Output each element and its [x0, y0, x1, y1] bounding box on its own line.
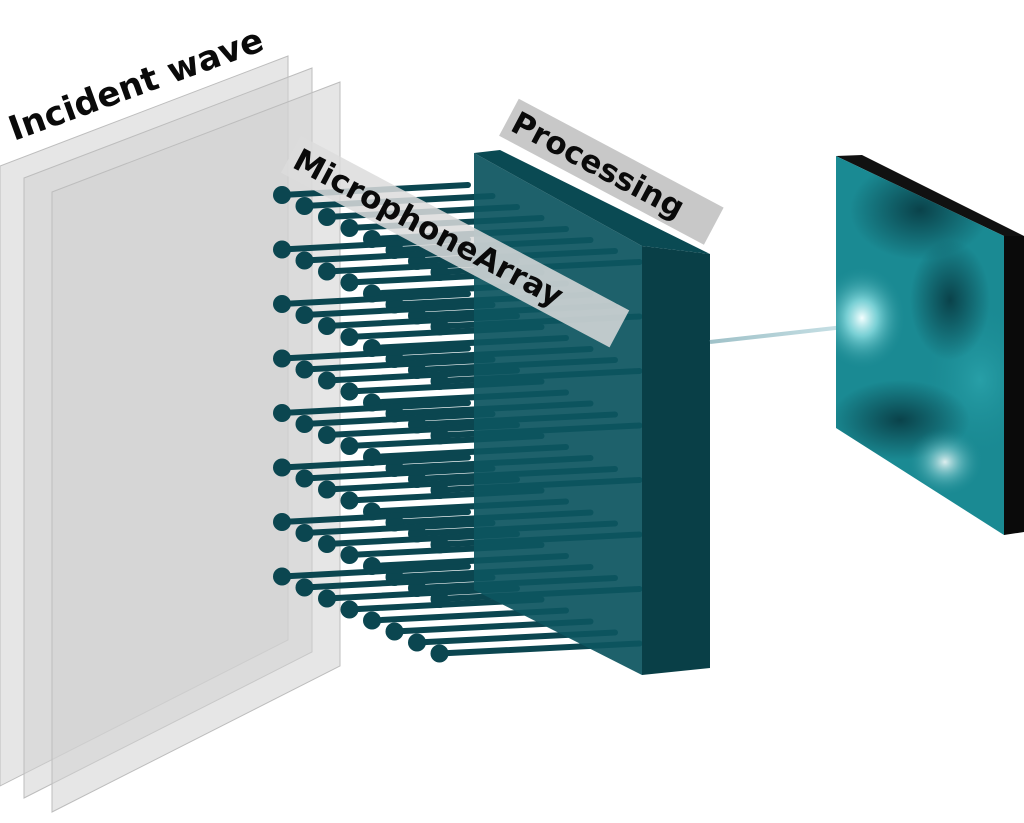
microphone-head	[318, 371, 336, 390]
microphone-head	[363, 611, 381, 630]
microphone-stem	[279, 563, 471, 580]
microphone-head	[295, 306, 314, 324]
microphone-head	[340, 546, 359, 564]
microphone-head	[273, 513, 291, 531]
output-frame-side	[1004, 236, 1024, 535]
microphone-head	[318, 535, 336, 553]
microphone-head	[273, 349, 291, 368]
output-hotspot-primary	[836, 266, 906, 370]
microphone-head	[318, 208, 336, 226]
microphone-head	[318, 426, 336, 444]
microphone-stem	[301, 520, 496, 536]
processing-top-edge	[474, 150, 710, 254]
microphone-stem	[279, 345, 471, 362]
microphone-head	[295, 197, 314, 215]
microphone-head	[295, 415, 314, 433]
processing-side-face	[642, 246, 710, 675]
label-processing-band	[499, 98, 724, 245]
microphone-stem	[301, 411, 496, 427]
label-microphone-array-band	[281, 135, 630, 348]
microphone-head	[340, 491, 359, 510]
microphone-head	[318, 262, 336, 281]
acoustic-map-output	[836, 155, 1024, 535]
microphone-head	[295, 524, 314, 542]
microphone-head	[340, 328, 359, 346]
microphone-head	[318, 480, 336, 499]
microphone-head	[340, 273, 359, 292]
microphone-head	[273, 240, 291, 259]
microphone-head	[385, 622, 404, 641]
microphone-head	[340, 382, 359, 401]
output-hotspot-secondary	[907, 428, 983, 496]
microphone-head	[273, 567, 291, 586]
microphone-stem	[279, 454, 471, 471]
microphone-head	[340, 600, 359, 619]
microphone-stem	[301, 465, 496, 482]
microphone-head	[273, 295, 291, 313]
microphone-head	[273, 458, 291, 477]
microphone-stem	[301, 302, 496, 318]
microphone-stem	[301, 574, 496, 591]
microphone-head	[295, 469, 314, 488]
microphone-head	[273, 404, 291, 422]
microphone-stem	[279, 291, 471, 307]
microphone-head	[318, 589, 336, 608]
microphone-stem	[279, 400, 471, 416]
microphone-head	[318, 317, 336, 335]
microphone-head	[340, 437, 359, 455]
microphone-head	[273, 186, 291, 204]
microphone-head	[295, 251, 314, 270]
microphone-head	[430, 644, 449, 663]
microphone-stem	[279, 509, 471, 525]
microphone-head	[295, 578, 314, 597]
output-frame-edge	[836, 155, 1024, 236]
incident-wave-plane	[51, 81, 341, 813]
microphone-head	[340, 219, 359, 237]
microphone-head	[295, 360, 314, 379]
incident-wave-planes	[0, 55, 341, 813]
microphone-head	[408, 633, 426, 652]
microphone-stem	[301, 356, 496, 373]
